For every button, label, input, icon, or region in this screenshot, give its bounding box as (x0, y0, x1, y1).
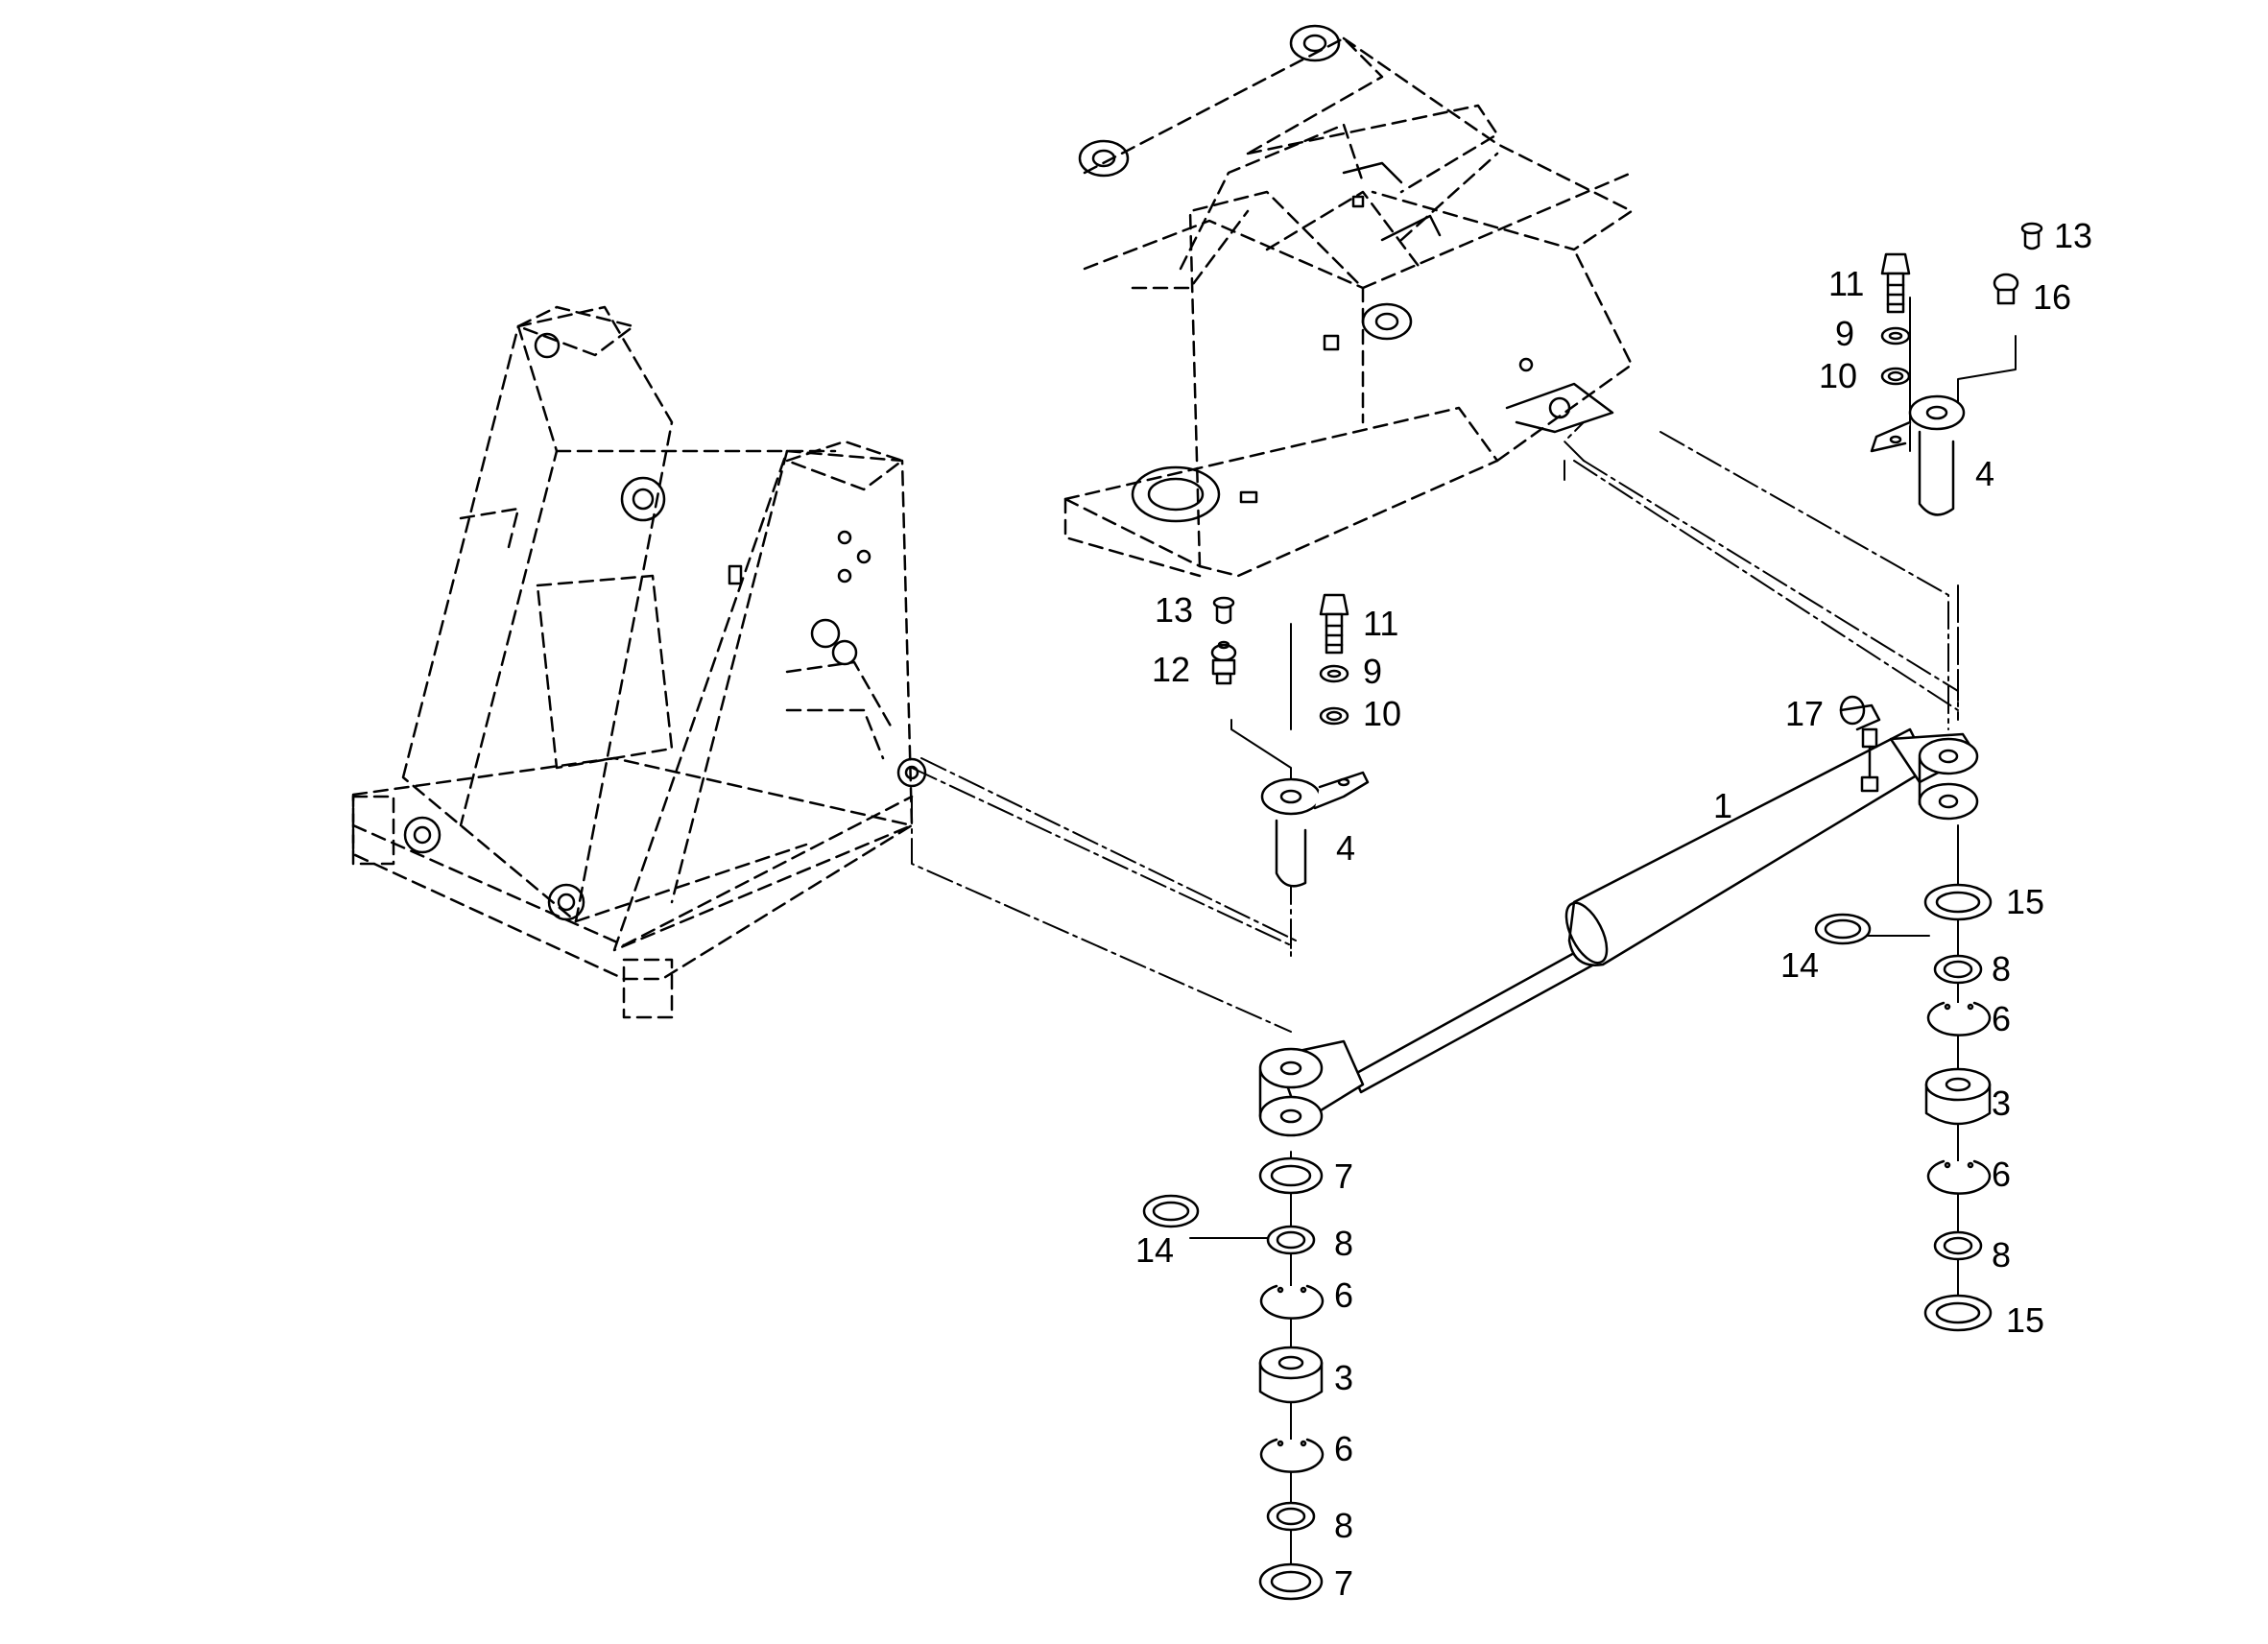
callout-shim-14-right: 14 (1780, 945, 1820, 985)
hydraulic-cylinder (1258, 727, 1979, 1137)
callout-elbow-17: 17 (1785, 694, 1825, 733)
callout-washer-8-lower-b: 8 (1334, 1506, 1354, 1545)
callout-circlip-6-lower-b: 6 (1334, 1429, 1354, 1468)
callout-bolt-11-right: 11 (1828, 264, 1865, 303)
callout-bushing-3-right: 3 (1992, 1084, 2012, 1123)
callout-washer-9-left: 9 (1363, 652, 1383, 691)
callout-lockwasher-10-left: 10 (1363, 694, 1402, 733)
callout-circlip-6-right-a: 6 (1992, 999, 2012, 1038)
rear-frame-details (1078, 24, 1614, 523)
left-pin-assembly (1210, 593, 1370, 888)
callout-bolt-11-left: 11 (1363, 604, 1399, 643)
callout-washer-8-right-a: 8 (1992, 949, 2012, 989)
front-frame-details (403, 332, 927, 921)
elbow-fitting-17 (1839, 695, 1881, 793)
callout-bushing-3-lower: 3 (1334, 1358, 1354, 1397)
callout-cap-13-right: 13 (2054, 216, 2093, 255)
callout-circlip-6-right-b: 6 (1992, 1155, 2012, 1194)
callout-washer-15-top: 15 (2006, 882, 2045, 921)
callout-washer-7-bottom: 7 (1334, 1563, 1354, 1603)
callout-washer-8-lower-a: 8 (1334, 1224, 1354, 1263)
callout-lockwasher-10-right: 10 (1819, 356, 1858, 395)
callout-cylinder: 1 (1713, 786, 1733, 825)
callout-fitting-16: 16 (2033, 277, 2072, 317)
callout-fitting-12: 12 (1152, 650, 1191, 689)
right-pin-assembly (1870, 222, 2043, 516)
right-parts-stack (1814, 883, 1993, 1332)
callout-circlip-6-lower-a: 6 (1334, 1275, 1354, 1315)
callout-cap-13-left: 13 (1155, 590, 1194, 630)
callout-washer-8-right-b: 8 (1992, 1235, 2012, 1275)
callout-washer-15-bottom: 15 (2006, 1300, 2045, 1340)
lower-parts-stack (1142, 1156, 1325, 1601)
callout-washer-9-right: 9 (1835, 314, 1855, 353)
callout-pin-4-left: 4 (1336, 828, 1356, 868)
callout-shim-14-left: 14 (1135, 1230, 1175, 1270)
front-frame (351, 305, 914, 1019)
rear-frame (1063, 36, 1634, 578)
callout-washer-7-top: 7 (1334, 1156, 1354, 1196)
callout-pin-4-right: 4 (1975, 454, 1995, 493)
assembly-lines (911, 421, 1959, 1033)
